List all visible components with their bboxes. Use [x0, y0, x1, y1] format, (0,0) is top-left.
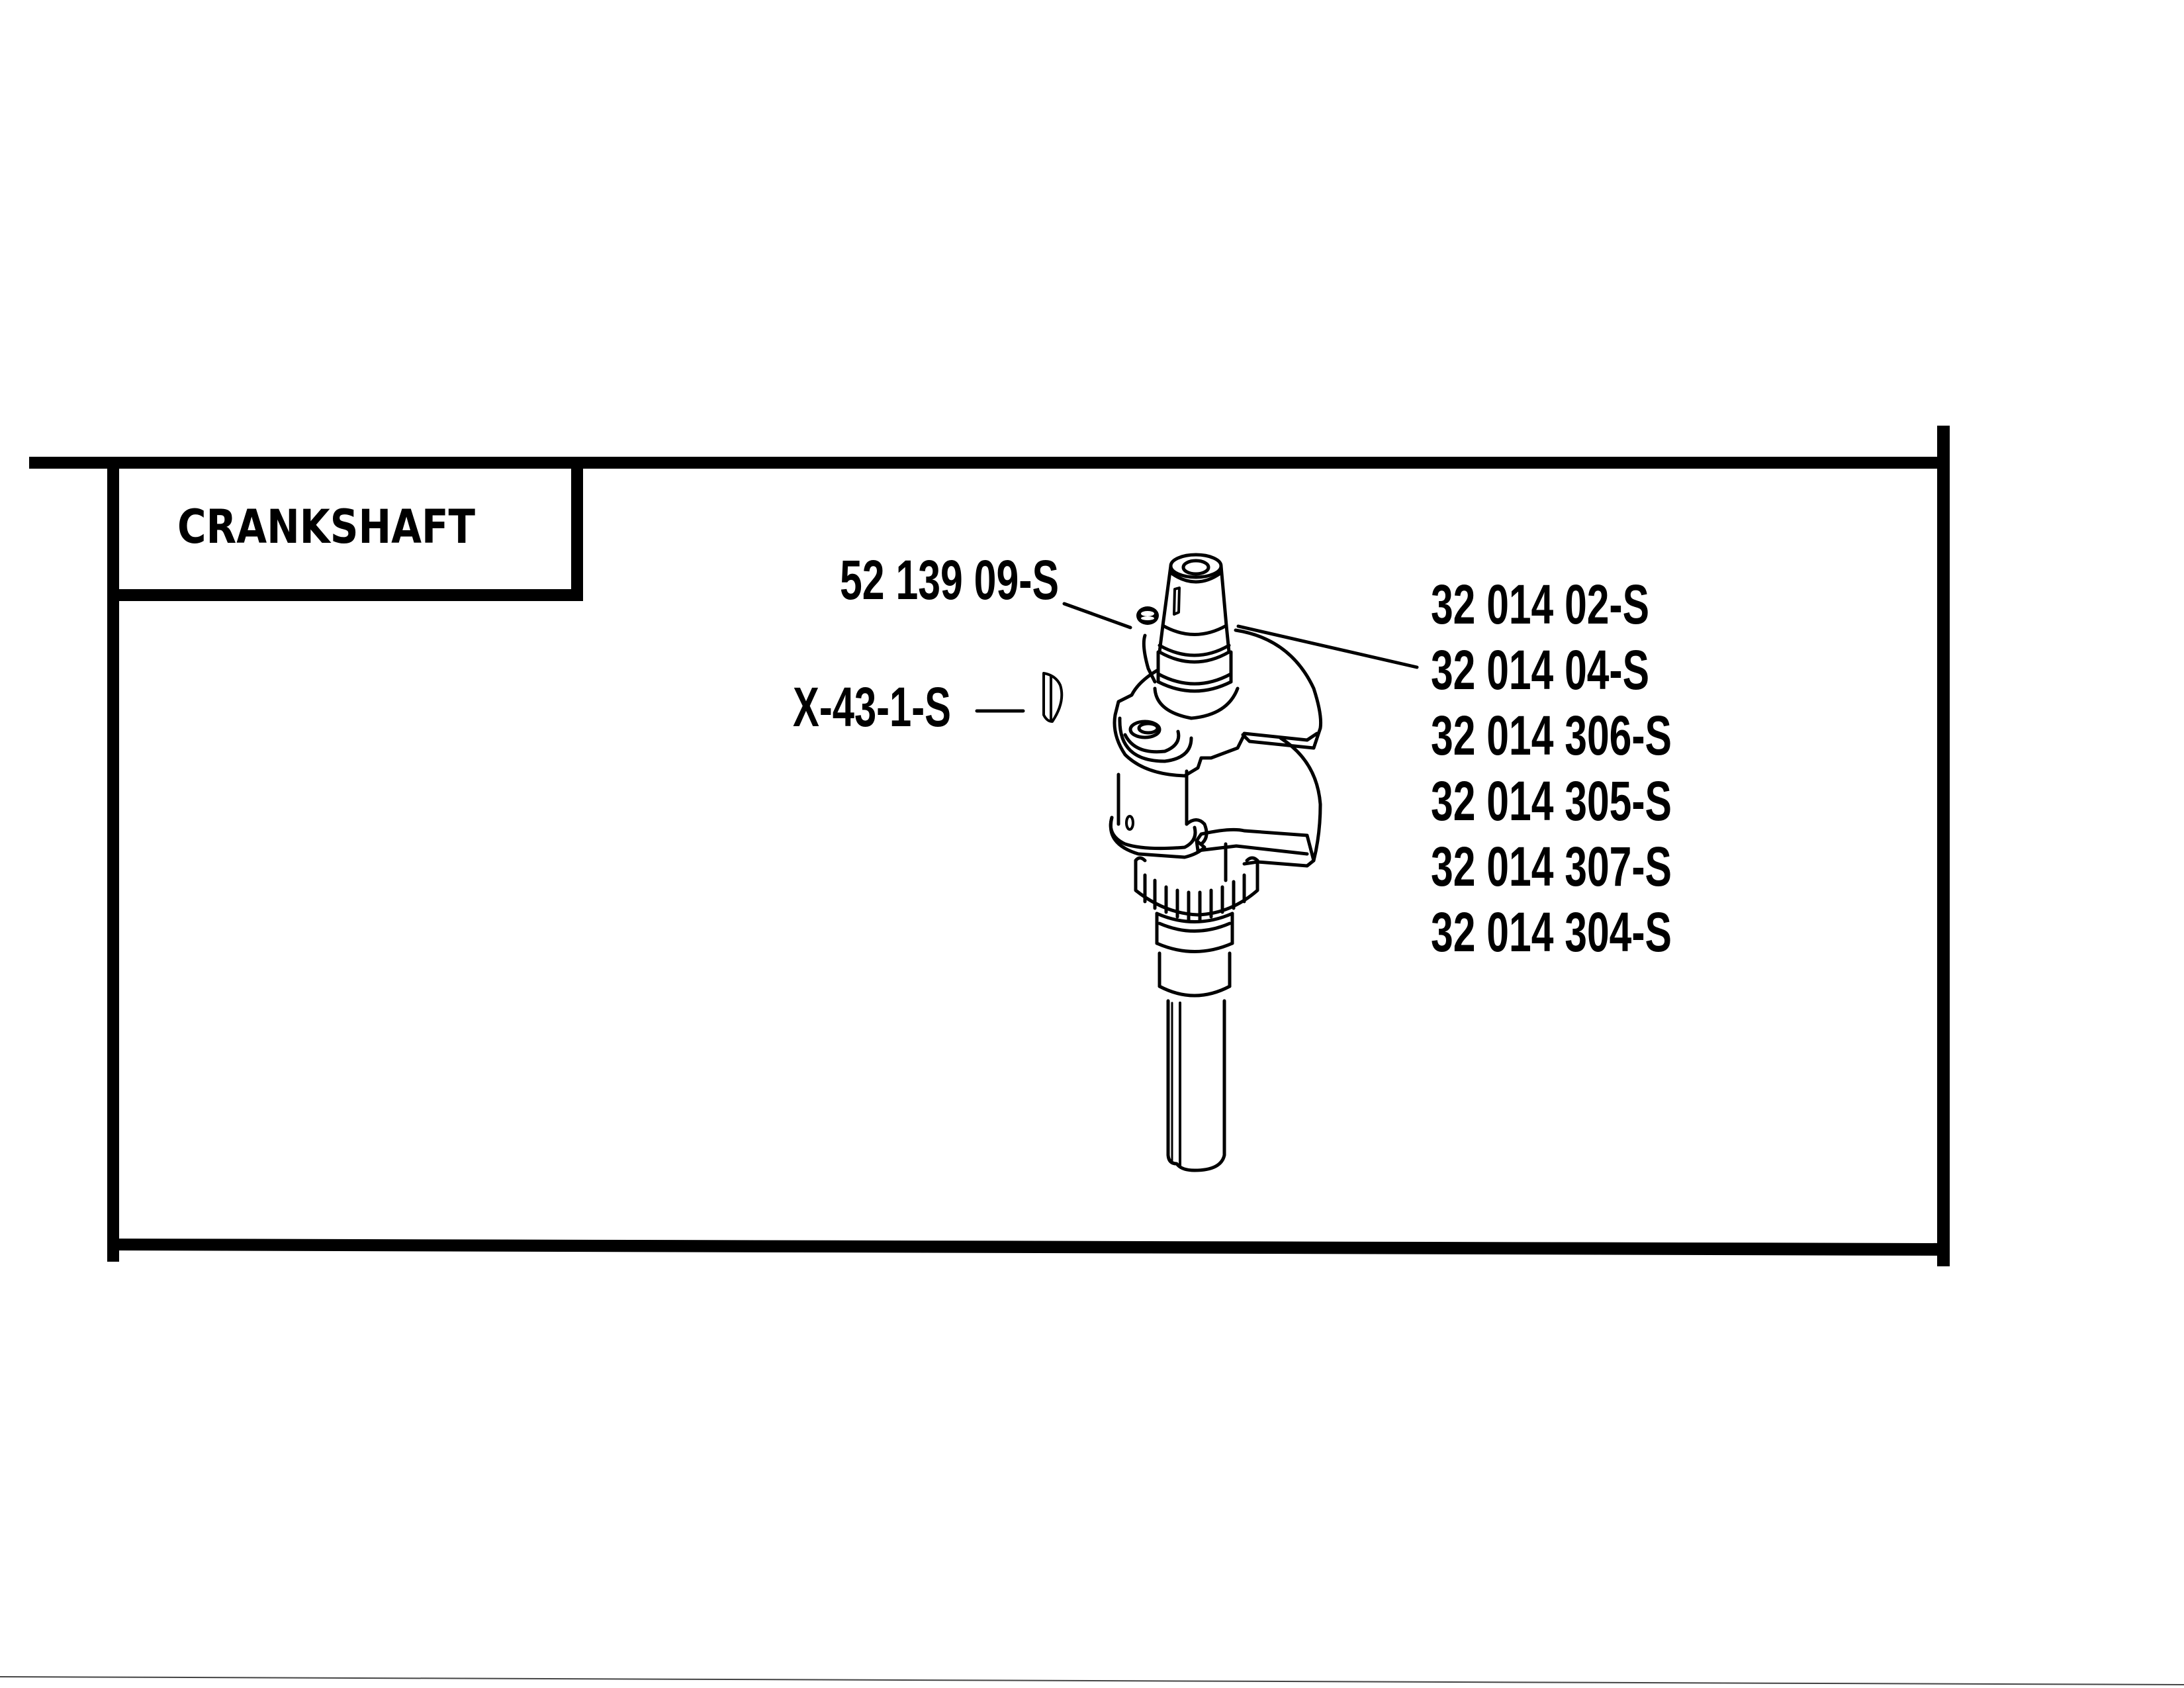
part-number-label[interactable]: 32 014 04-S — [1431, 639, 1649, 701]
frame-top-border — [29, 457, 1950, 469]
callout-crankshaft[interactable]: 32 014 02-S 32 014 04-S 32 014 306-S 32 … — [1236, 573, 1672, 963]
part-number-label[interactable]: 52 139 09-S — [840, 549, 1059, 611]
frame-bottom-border — [107, 1239, 1950, 1256]
part-number-label[interactable]: 32 014 305-S — [1431, 770, 1672, 832]
part-number-label[interactable]: 32 014 02-S — [1431, 573, 1649, 635]
part-number-label[interactable]: 32 014 306-S — [1431, 704, 1672, 767]
callout-key[interactable]: X-43-1-S — [793, 676, 1025, 738]
woodruff-key-illustration — [1042, 672, 1064, 723]
frame-left-border — [107, 457, 119, 1262]
leader-line — [1062, 602, 1132, 630]
part-number-label[interactable]: X-43-1-S — [793, 676, 951, 738]
title-box: CRANKSHAFT — [107, 457, 583, 601]
title-box-bottom-border — [107, 589, 583, 601]
part-number-label[interactable]: 32 014 307-S — [1431, 835, 1672, 898]
section-frame — [29, 426, 1950, 1266]
nut-illustration — [1136, 606, 1159, 625]
part-number-label[interactable]: 32 014 304-S — [1431, 901, 1672, 963]
callout-nut[interactable]: 52 139 09-S — [840, 549, 1132, 630]
scan-edge-line — [0, 1676, 2184, 1685]
section-title: CRANKSHAFT — [177, 500, 475, 554]
leader-line — [1236, 624, 1419, 669]
crankshaft-illustration — [1109, 553, 1322, 1172]
title-box-right-border — [571, 457, 583, 601]
frame-right-border — [1937, 426, 1950, 1266]
